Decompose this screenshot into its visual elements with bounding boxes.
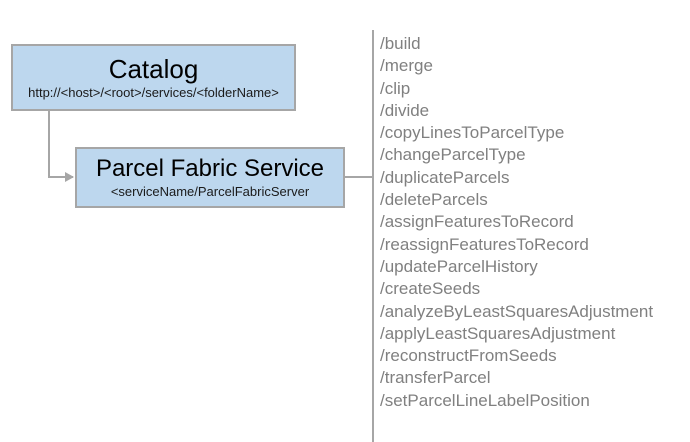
list-item[interactable]: /applyLeastSquaresAdjustment <box>380 323 616 343</box>
list-item[interactable]: /merge <box>380 56 433 76</box>
node-parcel-fabric-service[interactable]: Parcel Fabric Service <serviceName/Parce… <box>75 147 345 208</box>
connector-vertical-segment <box>48 110 50 178</box>
list-item[interactable]: /build <box>380 34 421 53</box>
operations-list: /build /merge /clip /divide /copyLinesTo… <box>380 33 680 412</box>
list-item[interactable]: /createSeeds <box>380 279 481 299</box>
list-item[interactable]: /analyzeByLeastSquaresAdjustment <box>380 301 654 321</box>
list-item[interactable]: /duplicateParcels <box>380 167 510 187</box>
list-item[interactable]: /copyLinesToParcelType <box>380 123 565 143</box>
list-item[interactable]: /setParcelLineLabelPosition <box>380 390 590 410</box>
list-item[interactable]: /transferParcel <box>380 368 491 388</box>
node-parcel-fabric-service-title: Parcel Fabric Service <box>95 155 325 183</box>
list-item[interactable]: /reconstructFromSeeds <box>380 346 557 366</box>
list-item[interactable]: /reassignFeaturesToRecord <box>380 234 589 254</box>
list-item[interactable]: /assignFeaturesToRecord <box>380 212 574 232</box>
connector-horizontal-segment <box>48 176 73 178</box>
list-item[interactable]: /divide <box>380 100 430 120</box>
list-item[interactable]: /changeParcelType <box>380 145 526 165</box>
node-catalog[interactable]: Catalog http://<host>/<root>/services/<f… <box>11 44 296 111</box>
list-item[interactable]: /clip <box>380 78 411 98</box>
list-item[interactable]: /deleteParcels <box>380 190 488 210</box>
node-catalog-title: Catalog <box>108 53 199 84</box>
arrow-head-icon <box>65 172 74 182</box>
list-item[interactable]: /updateParcelHistory <box>380 256 538 276</box>
operations-divider <box>372 30 374 442</box>
node-parcel-fabric-service-path: <serviceName/ParcelFabricServer <box>110 183 310 199</box>
connector-service-to-operations <box>345 176 373 178</box>
node-catalog-url: http://<host>/<root>/services/<folderNam… <box>28 85 279 101</box>
